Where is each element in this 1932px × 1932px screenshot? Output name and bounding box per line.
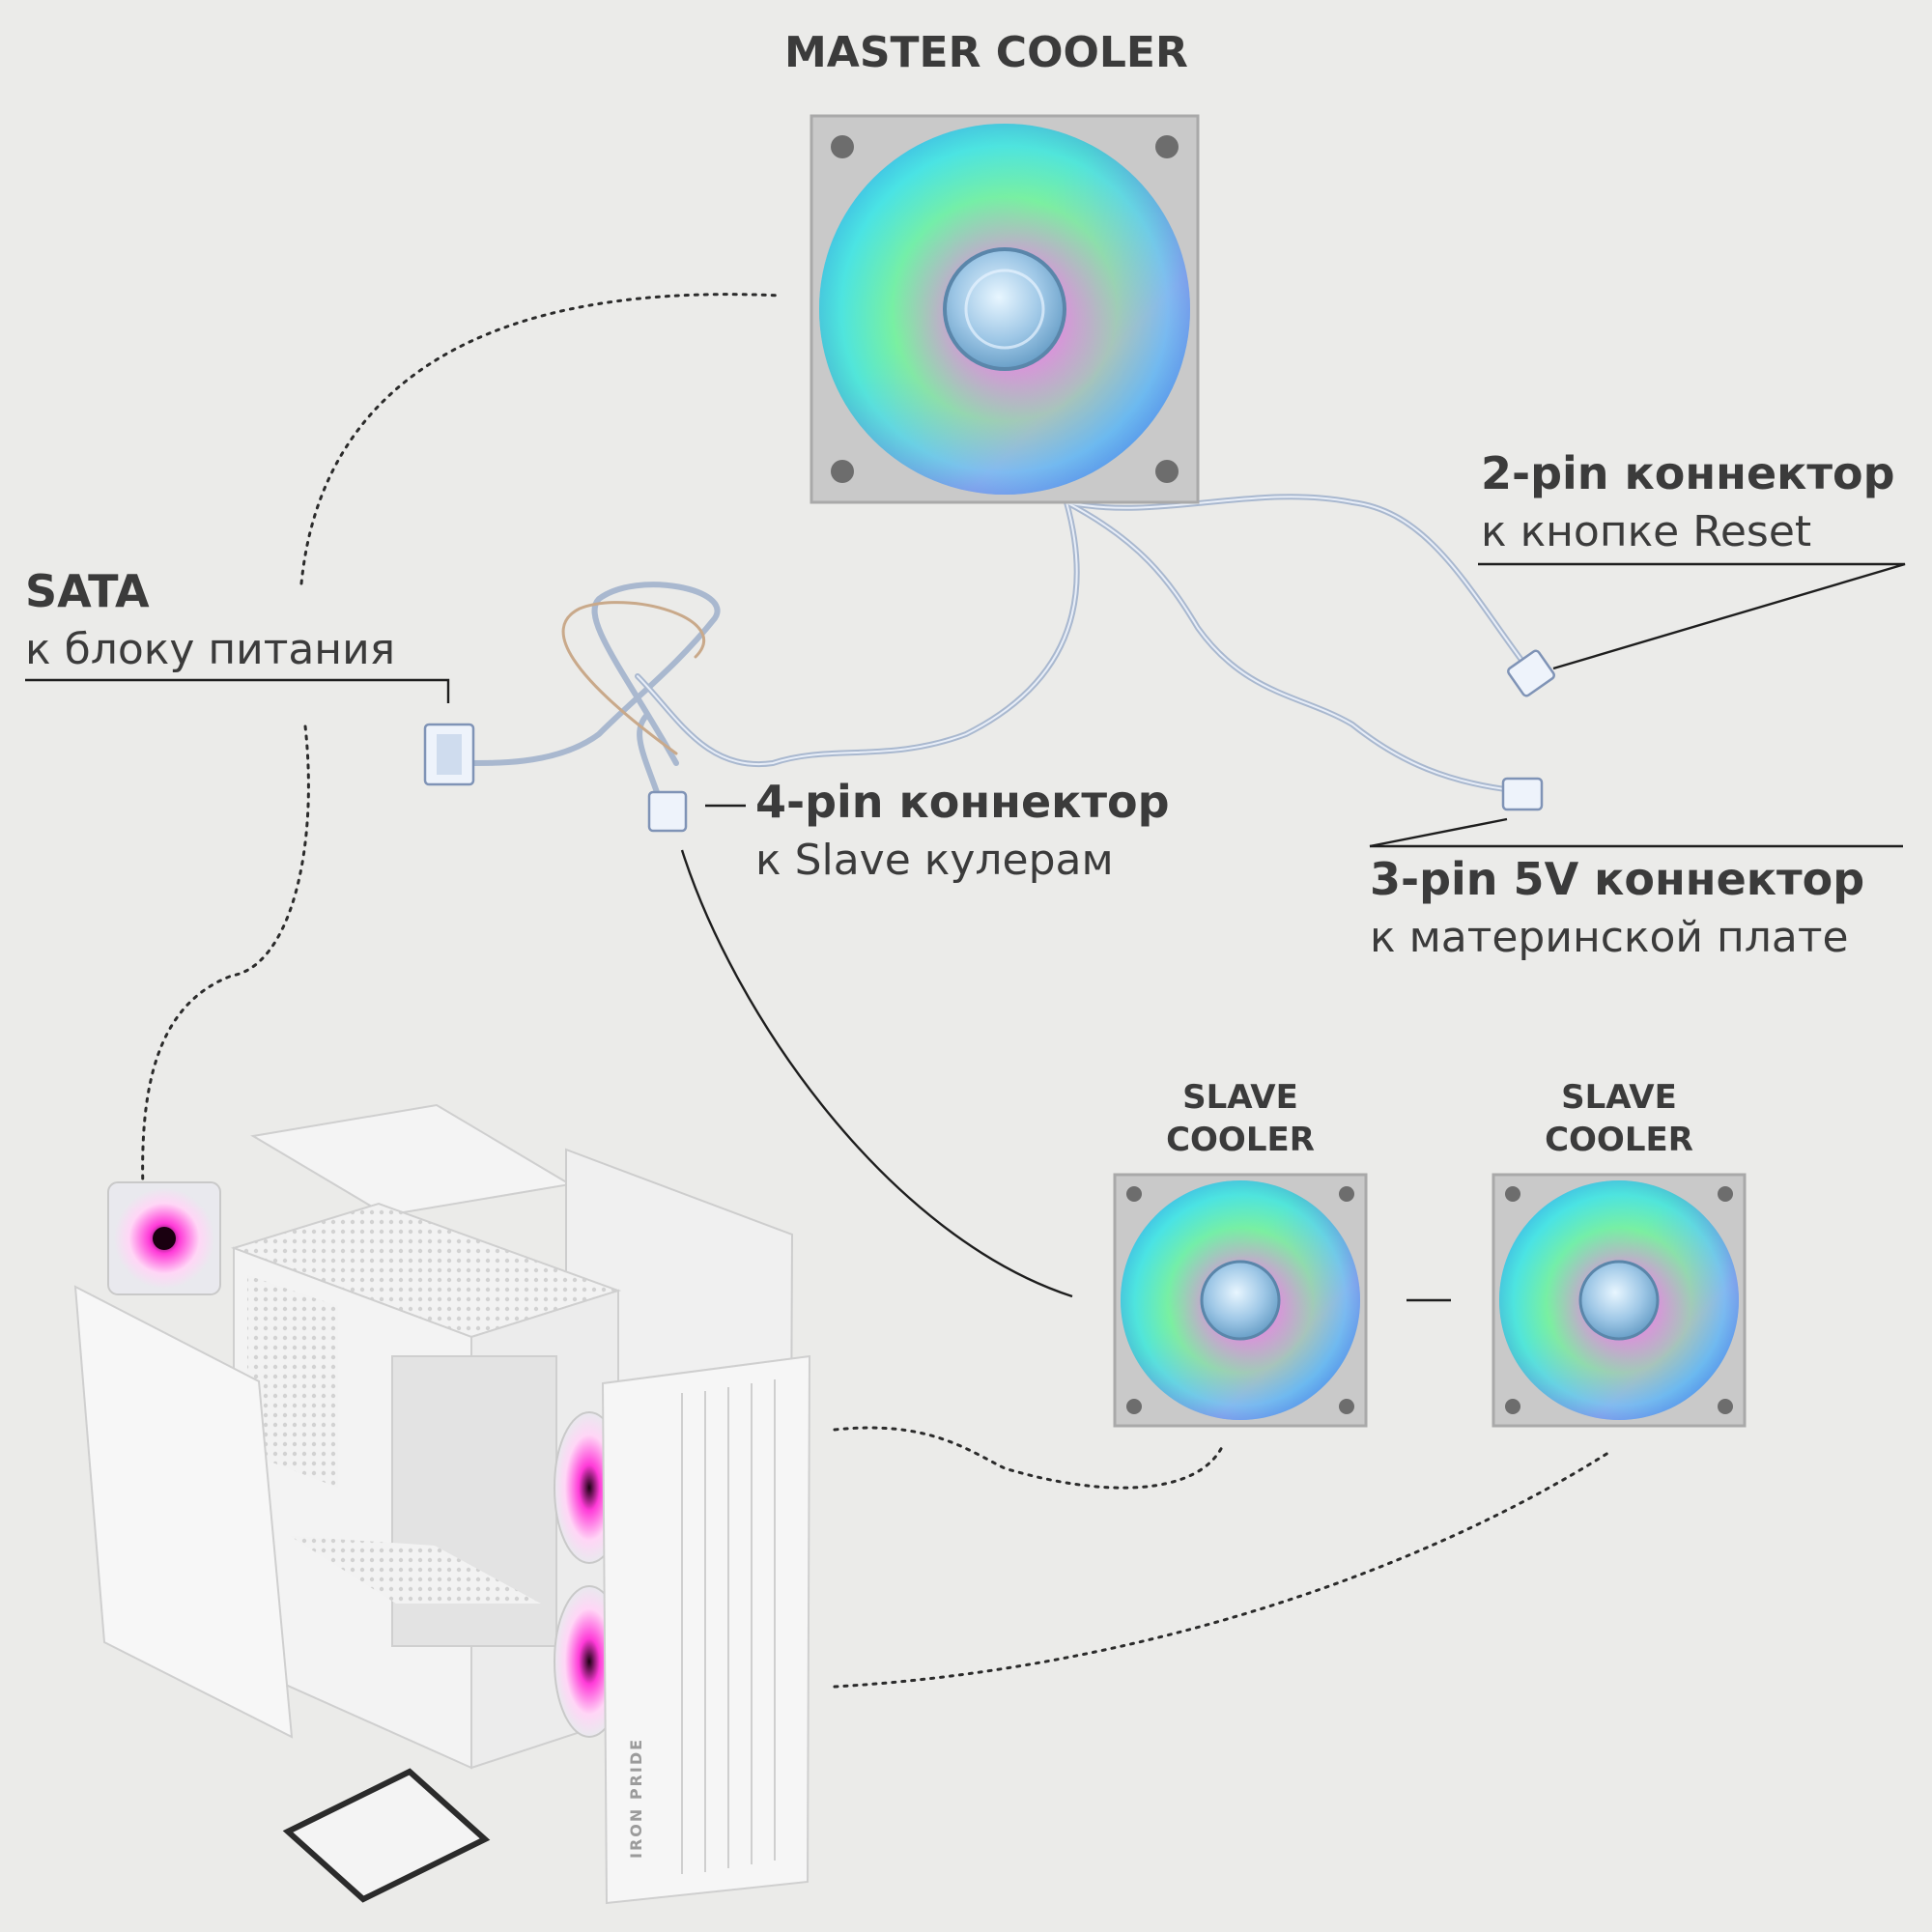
top-filter-panel	[250, 1103, 573, 1217]
cables	[470, 494, 1529, 824]
underline-sata	[25, 678, 450, 703]
case-brand-label: IRON PRIDE	[627, 1738, 645, 1859]
leader-lines	[25, 562, 1906, 1302]
slave-fan-1-icon	[1113, 1173, 1368, 1428]
guide-case-to-slave-1	[833, 1426, 1225, 1490]
leader-4pin-to-slave	[680, 849, 1073, 1298]
sata-label-desc: к блоку питания	[25, 625, 396, 674]
2pin-label-head: 2-pin коннектор	[1481, 447, 1895, 499]
pc-case-exploded-icon: IRON PRIDE	[73, 1103, 811, 1905]
left-glass-panel	[73, 1285, 294, 1739]
guide-sata-to-case-fan	[141, 724, 310, 1192]
slave-fan-2-icon	[1492, 1173, 1747, 1428]
master-fan-icon	[810, 114, 1200, 504]
4pin-label-head: 4-pin коннектор	[755, 776, 1170, 828]
2pin-label-desc: к кнопке Reset	[1481, 507, 1812, 556]
dotted-guides	[141, 293, 1613, 1689]
3pin-label-head: 3-pin 5V коннектор	[1370, 853, 1865, 905]
leader-3pin	[1369, 817, 1508, 848]
3pin-label-desc: к материнской плате	[1370, 913, 1849, 962]
4pin-label-desc: к Slave кулерам	[755, 836, 1114, 885]
2-pin-connector-icon	[1507, 649, 1555, 697]
guide-sata-to-master	[299, 293, 782, 585]
underline-2pin	[1478, 562, 1906, 670]
sata-label-head: SATA	[25, 565, 150, 617]
case-fan-top-icon	[107, 1181, 221, 1295]
sata-connector-icon	[423, 723, 475, 786]
4-pin-connector-icon	[647, 790, 688, 833]
dust-filter-panel	[282, 1768, 491, 1903]
3-pin-connector-icon	[1501, 777, 1544, 811]
guide-case-to-slave-2	[833, 1449, 1613, 1689]
chassis-bottom-mesh	[290, 1536, 541, 1604]
master-cooler-title: MASTER COOLER	[784, 28, 1188, 77]
chassis-mesh-left	[247, 1275, 338, 1488]
